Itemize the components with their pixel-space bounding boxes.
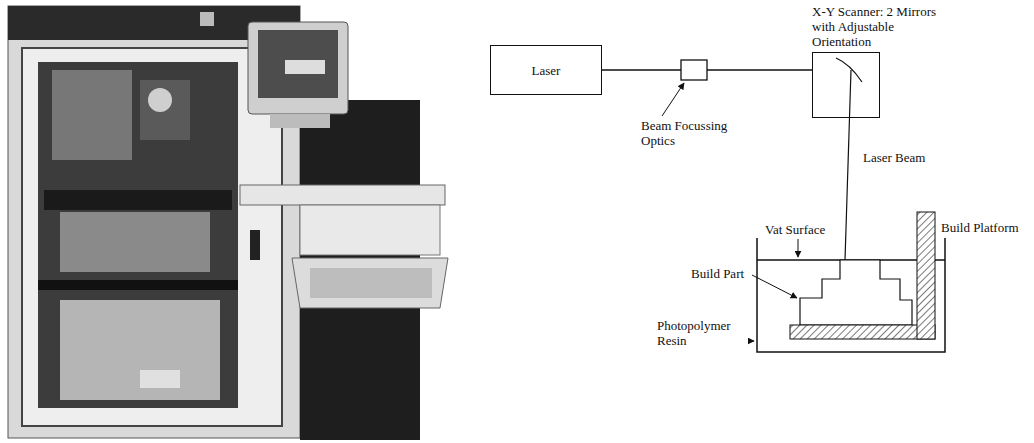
part-label: Beam Focussing Optics <box>640 118 742 148</box>
vat-lower <box>60 300 220 400</box>
box-label: Laser <box>526 63 567 78</box>
platform-plate <box>790 325 935 339</box>
mirror <box>836 58 862 82</box>
door-handle <box>250 230 260 260</box>
shelf <box>38 280 238 290</box>
scanner-head <box>148 88 172 112</box>
scanner-box <box>812 52 880 118</box>
optics-unit <box>52 70 132 160</box>
build-part <box>800 260 912 325</box>
machine-photo <box>8 6 448 440</box>
recoater <box>44 190 232 210</box>
monitor-screen <box>258 30 338 98</box>
desk <box>240 185 445 205</box>
door-glass <box>38 62 238 408</box>
platform-post <box>917 212 935 339</box>
vat-top <box>60 212 210 272</box>
leader-line <box>798 239 799 257</box>
screen-window <box>285 60 325 74</box>
keyboard <box>292 258 448 308</box>
part-label: Laser Beam <box>862 150 926 165</box>
scanner-unit <box>140 80 190 140</box>
monitor <box>248 22 348 114</box>
tag <box>140 370 180 388</box>
part-label: Vat Surface <box>764 222 826 237</box>
pc-case <box>300 205 440 255</box>
leader-line <box>662 83 684 116</box>
laser-box: Laser <box>490 45 602 95</box>
door-frame <box>22 48 282 426</box>
leader-line <box>752 275 797 298</box>
keys <box>310 268 432 298</box>
badge <box>200 12 214 26</box>
scanner-node: X-Y Scanner: 2 Mirrors with Adjustable O… <box>812 4 952 118</box>
scanner-heading: X-Y Scanner: 2 Mirrors with Adjustable O… <box>812 4 952 49</box>
part-label: Photopolymer Resin <box>656 318 748 348</box>
monitor-stand <box>270 114 330 128</box>
part-label: Build Platform <box>940 220 1020 235</box>
optics-box <box>681 60 707 80</box>
part-label: Build Part <box>690 266 745 281</box>
laser-beam <box>845 70 851 260</box>
